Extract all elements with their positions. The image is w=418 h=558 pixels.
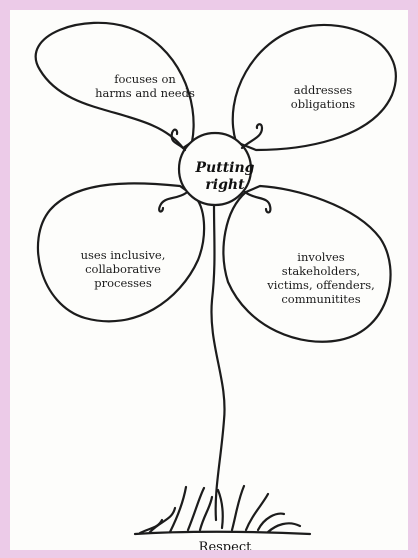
center-label: Putting right — [170, 160, 280, 194]
petal-label-bottom-left: uses inclusive, collaborative processes — [58, 248, 188, 290]
tendril-2 — [242, 124, 262, 148]
tendril-1 — [172, 130, 185, 150]
grass-blade — [268, 523, 300, 532]
tendril-3 — [159, 193, 186, 212]
grass-blade — [218, 490, 223, 528]
base-label: Respect — [170, 540, 280, 550]
petal-label-top-right: addresses obligations — [258, 83, 388, 111]
grass-blade — [200, 497, 212, 530]
ground-line — [135, 532, 310, 534]
grass-blade — [232, 486, 244, 530]
petal-label-top-left: focuses on harms and needs — [70, 72, 220, 100]
grass-blade — [170, 487, 186, 532]
diagram-canvas: focuses on harms and needs addresses obl… — [10, 10, 408, 550]
petal-label-bottom-right: involves stakeholders, victims, offender… — [246, 250, 396, 306]
tendril-4 — [245, 192, 270, 212]
grass-blade — [258, 514, 284, 530]
grass-blade — [246, 494, 268, 530]
